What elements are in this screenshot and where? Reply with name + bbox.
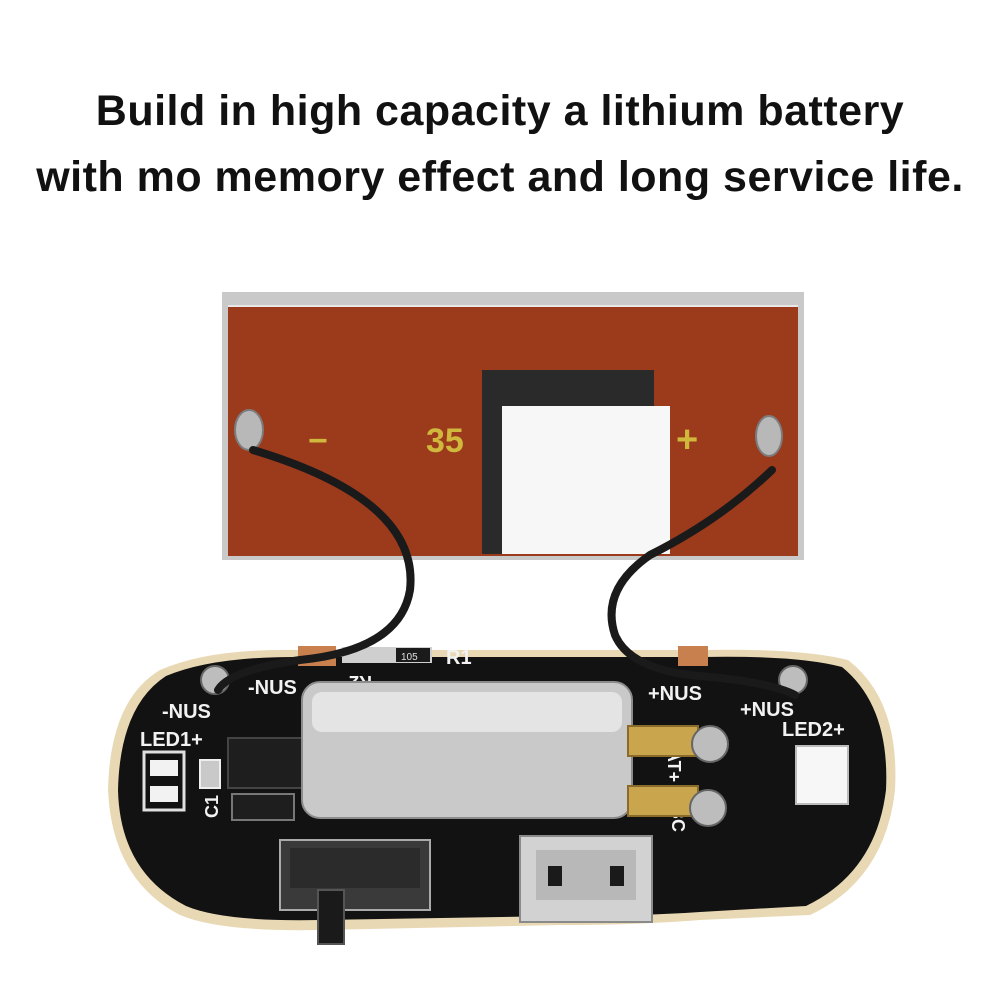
ic-pins	[231, 793, 295, 821]
copper-pad-right	[678, 646, 708, 666]
wire-right	[607, 466, 799, 699]
battery-tab-top	[627, 725, 699, 757]
panel-minus-label: −	[308, 422, 328, 460]
led2-pad	[795, 745, 849, 805]
solar-panel: − 35 +	[222, 292, 804, 560]
switch-lever	[317, 889, 345, 945]
solder-joint-right	[755, 415, 783, 457]
panel-plus-label: +	[676, 419, 698, 461]
adhesive-tape	[502, 406, 670, 554]
label-led2: LED2+	[782, 719, 845, 741]
panel-value-label: 35	[426, 422, 464, 460]
battery-tab-bottom	[627, 785, 699, 817]
label-r1: R1	[446, 647, 472, 669]
c1-capacitor	[199, 759, 221, 789]
ic-chip	[227, 737, 311, 789]
label-c1: C1	[202, 795, 222, 818]
led1-footprint	[142, 750, 186, 812]
wire-left	[214, 446, 415, 694]
label-sun-minus-top: -NUS	[248, 677, 297, 699]
label-sun-plus: +NUS	[740, 699, 794, 721]
label-led1: LED1+	[140, 729, 203, 751]
pcb-board: 105 R1 R2 -NUS -NUS +NUS +NUS LED1+ LED2…	[108, 646, 896, 945]
caption: Build in high capacity a lithium battery…	[0, 78, 1000, 210]
caption-line-1: Build in high capacity a lithium battery	[95, 87, 905, 135]
label-sun-plus-top: +NUS	[648, 683, 702, 705]
caption-line-2: with mo memory effect and long service l…	[36, 153, 964, 201]
resistor-code: 105	[401, 652, 418, 663]
solder-joint-left	[234, 409, 264, 451]
label-sun-minus: -NUS	[162, 701, 211, 723]
